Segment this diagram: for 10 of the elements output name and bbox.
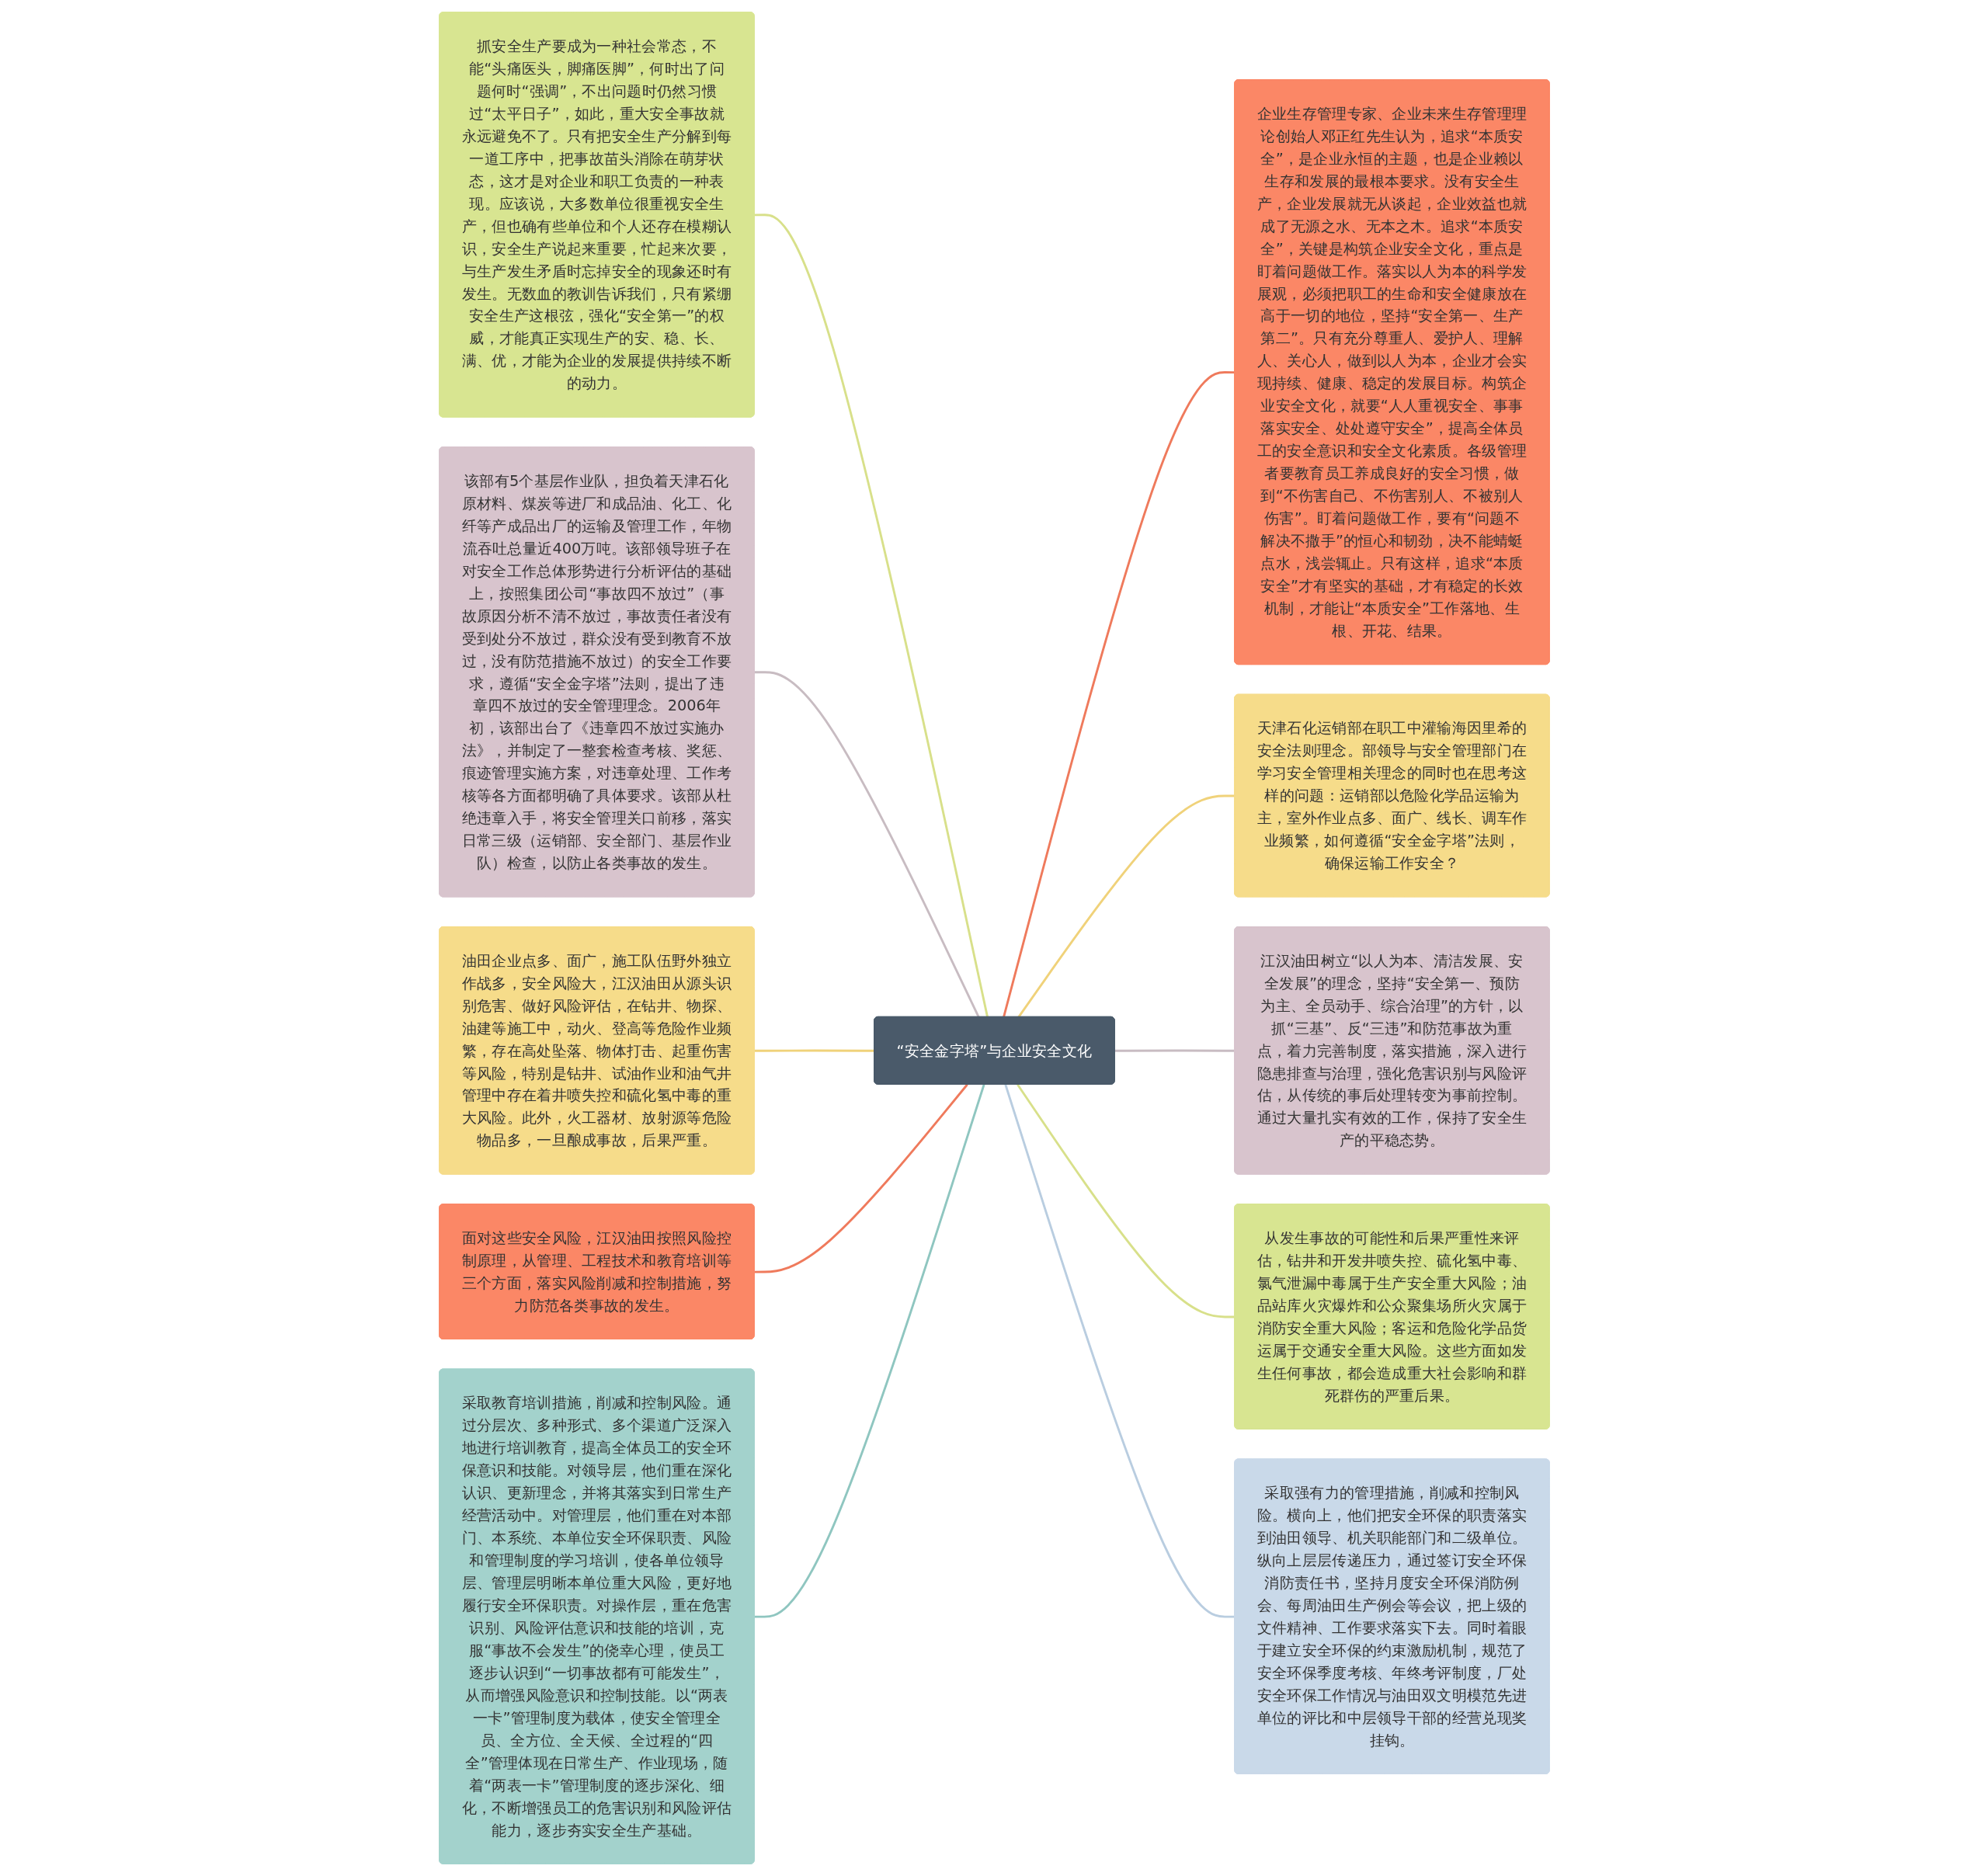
connector: [1003, 1084, 1235, 1618]
connector: [754, 214, 989, 1018]
connector: [754, 1084, 985, 1618]
connector: [754, 1049, 874, 1052]
connector: [754, 671, 980, 1018]
connector: [1002, 371, 1235, 1018]
connector: [1114, 1049, 1235, 1052]
connector: [1016, 1083, 1235, 1318]
connector: [1017, 794, 1235, 1018]
connector: [754, 1083, 968, 1273]
